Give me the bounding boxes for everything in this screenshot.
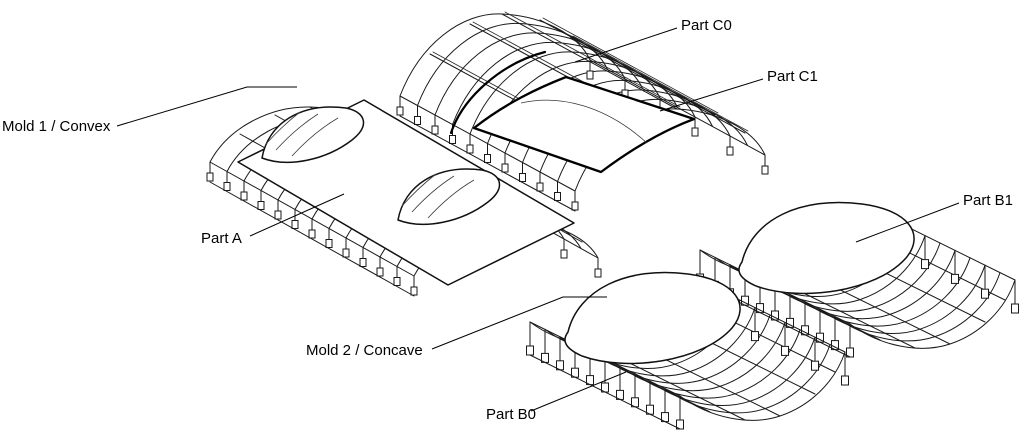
leader-part-b0 [530,371,627,412]
leader-part-b1 [855,202,960,243]
feet-group [526,277,849,430]
label-part-c0: Part C0 [681,17,732,34]
feet-group [206,143,602,297]
part-a-sheet [237,99,575,286]
part-b0-sheet [564,271,741,365]
leader-part-c0 [574,27,678,63]
part-b1-sheet [738,201,915,295]
part-c1-sheet [472,75,696,174]
label-part-c1: Part C1 [767,68,818,85]
part-c0-sheet-edge [449,50,547,135]
label-mold2: Mold 2 / Concave [306,342,423,359]
leader-part-c1 [659,78,764,112]
label-part-b1: Part B1 [963,192,1013,209]
leader-mold2 [431,296,607,350]
part-a-cutout-2 [397,168,501,226]
feet-group [396,59,769,212]
leader-part-a [249,193,345,237]
part-a-cutout-1 [261,106,365,164]
leader-mold1 [116,86,297,127]
mold-1-convex-c [396,11,769,212]
label-part-a: Part A [201,230,242,247]
label-mold1: Mold 1 / Convex [2,118,111,135]
label-part-b0: Part B0 [486,406,536,423]
